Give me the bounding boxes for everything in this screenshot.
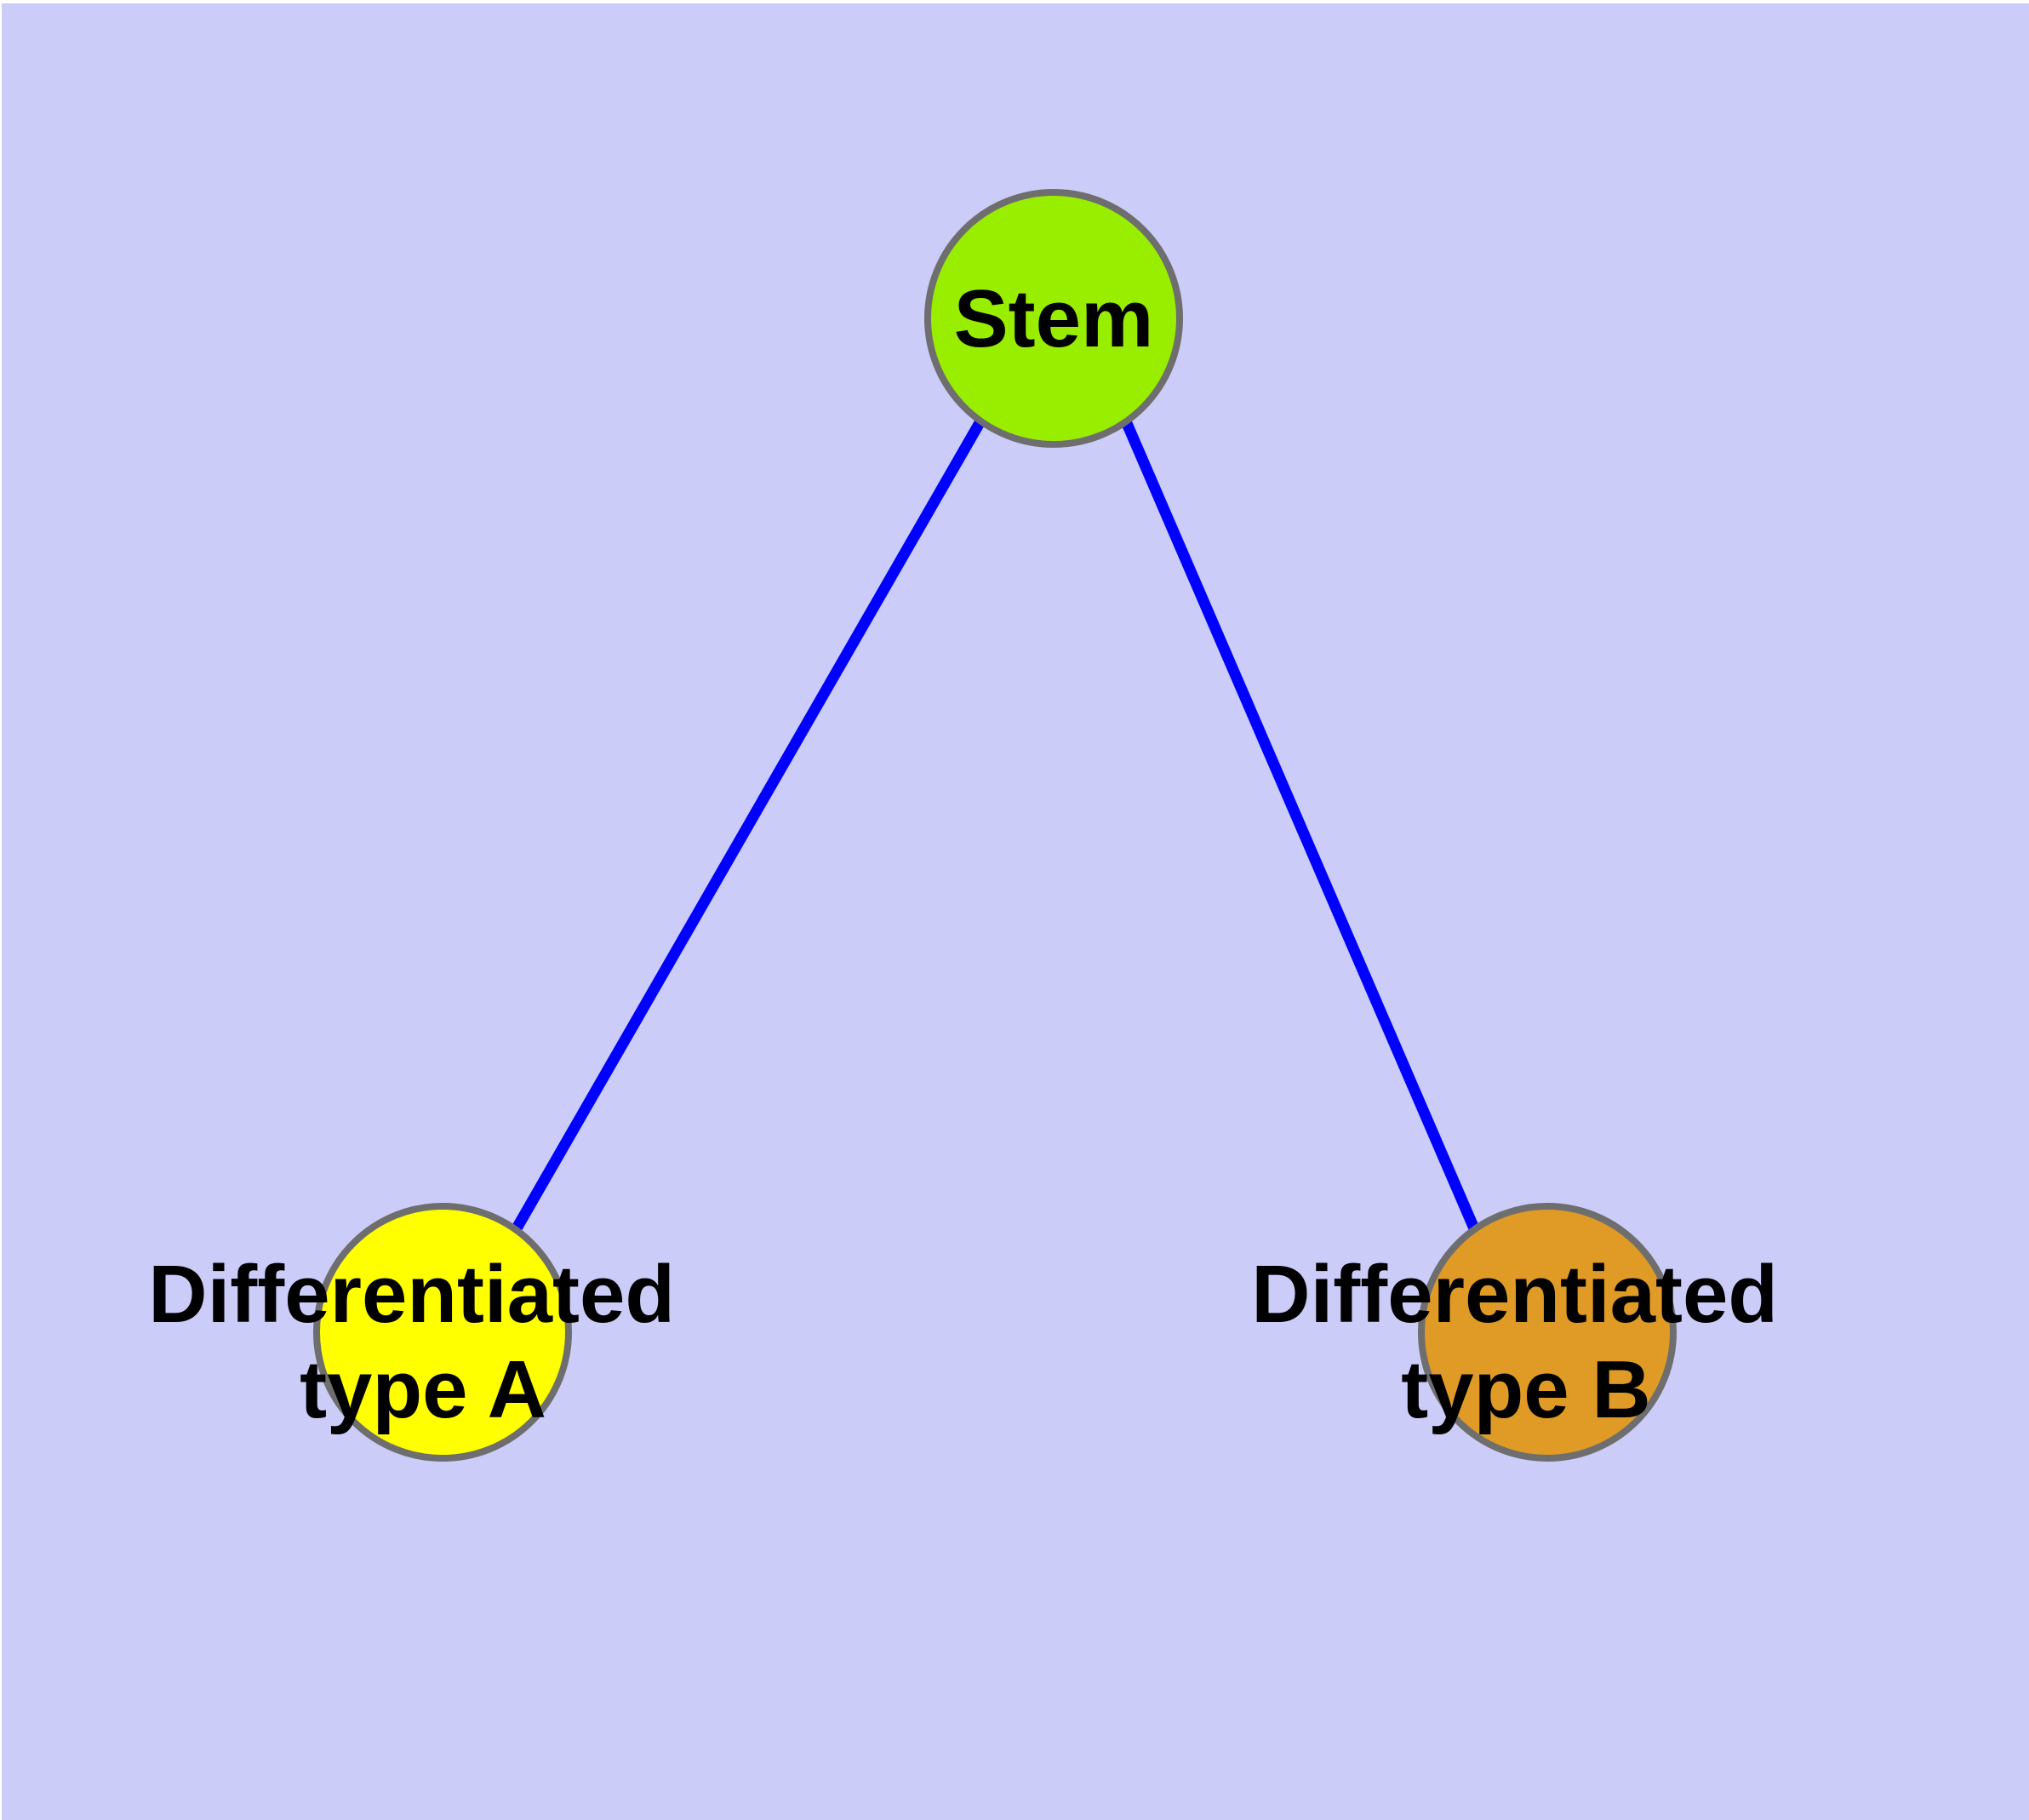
node-diff-a-label-line-2: type A	[300, 1344, 546, 1435]
node-diff-a-label-line-1: Differentiated	[148, 1249, 675, 1340]
node-diff-b-label-line-2: type B	[1401, 1344, 1650, 1435]
node-diff-b-circle[interactable]	[1418, 1203, 1677, 1462]
node-stem-circle[interactable]	[924, 189, 1183, 448]
edge-stem-to-diff-a[interactable]	[512, 418, 986, 1232]
node-diff-a-circle[interactable]	[313, 1203, 572, 1462]
node-diff-a-label: Differentiated type A	[148, 1249, 697, 1435]
edge-layer	[512, 418, 1479, 1232]
node-stem-label: Stem	[954, 273, 1154, 364]
edge-stem-to-diff-b[interactable]	[1121, 419, 1479, 1231]
node-diff-b-label-line-1: Differentiated	[1251, 1249, 1778, 1340]
node-diff-b-label: Differentiated type B	[1251, 1249, 1800, 1435]
node-diff-a[interactable]: Differentiated type A	[148, 1203, 697, 1462]
node-stem[interactable]: Stem	[924, 189, 1183, 448]
node-diff-b[interactable]: Differentiated type B	[1251, 1203, 1800, 1462]
node-stem-label-line-1: Stem	[954, 273, 1154, 364]
